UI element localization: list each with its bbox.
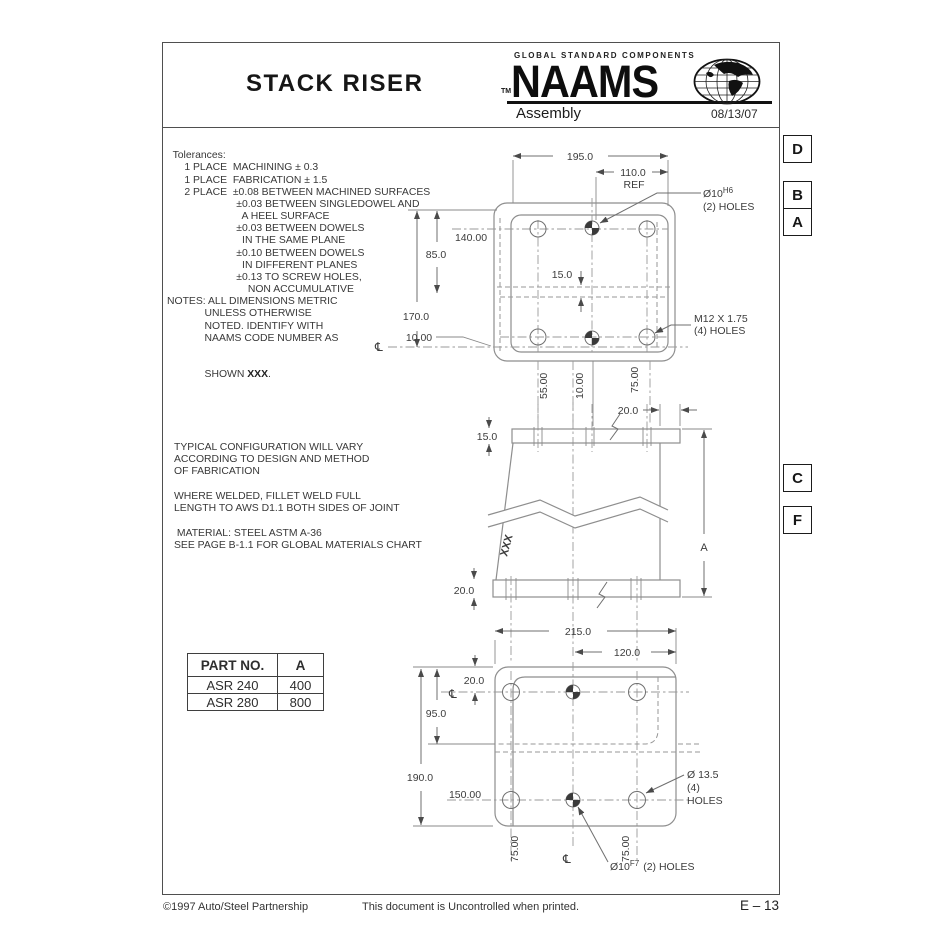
note-line: MATERIAL: STEEL ASTM A-36: [174, 527, 322, 539]
tolerance-line: ±0.03 BETWEEN DOWELS: [167, 223, 365, 235]
page-border: [162, 42, 780, 895]
tolerance-line-shown: SHOWN XXX.: [167, 369, 271, 381]
brand-logo-text: NAAMS: [511, 56, 659, 107]
col-header-a: A: [277, 653, 324, 677]
tolerance-line: ±0.10 BETWEEN DOWELS: [167, 247, 365, 259]
note-line: LENGTH TO AWS D1.1 BOTH SIDES OF JOINT: [174, 503, 400, 515]
tolerance-notes: Tolerances: 1 PLACE MACHINING ± 0.3 1 PL…: [167, 126, 430, 393]
note-line: WHERE WELDED, FILLET WELD FULL: [174, 490, 361, 502]
page-number: E – 13: [739, 898, 779, 913]
tolerance-line: IN DIFFERENT PLANES: [167, 259, 358, 271]
note-line: TYPICAL CONFIGURATION WILL VARY: [174, 441, 364, 453]
tolerance-line: NON ACCUMULATIVE: [167, 284, 354, 296]
tolerance-line: 1 PLACE FABRICATION ± 1.5: [167, 174, 328, 186]
brand-tagline: GLOBAL STANDARD COMPONENTS: [514, 51, 696, 60]
note-line: ACCORDING TO DESIGN AND METHOD: [174, 453, 370, 465]
trademark-mark: TM: [501, 88, 512, 95]
tolerance-line: NAAMS CODE NUMBER AS: [167, 332, 339, 344]
col-header-part-no: PART NO.: [187, 653, 278, 677]
zone-label-a: A: [783, 208, 812, 236]
sheet-category: Assembly: [516, 105, 582, 122]
part-number-table: PART NO. A ASR 240 400 ASR 280 800: [187, 653, 324, 711]
table-row: ASR 280 800: [187, 693, 324, 711]
tolerance-line: UNLESS OTHERWISE: [167, 308, 312, 320]
uncontrolled-notice: This document is Uncontrolled when print…: [361, 901, 580, 913]
tolerance-line: NOTES: ALL DIMENSIONS METRIC: [167, 296, 338, 308]
note-line: [174, 515, 422, 527]
tolerance-line: NOTED. IDENTIFY WITH: [167, 320, 324, 332]
page-title: STACK RISER: [246, 70, 424, 97]
part-no-cell: ASR 280: [187, 693, 278, 711]
note-line: OF FABRICATION: [174, 466, 260, 478]
a-dim-cell: 800: [277, 693, 324, 711]
table-header-row: PART NO. A: [187, 653, 324, 677]
tolerance-line: IN THE SAME PLANE: [167, 235, 346, 247]
zone-label-c: C: [783, 464, 812, 492]
revision-date: 08/13/07: [711, 107, 758, 121]
note-line: [174, 478, 422, 490]
tolerance-line: A HEEL SURFACE: [167, 211, 330, 223]
header-divider: [162, 127, 779, 128]
tolerance-line: Tolerances:: [167, 150, 226, 162]
table-row: ASR 240 400: [187, 676, 324, 694]
naams-code-placeholder: XXX: [247, 369, 269, 381]
part-no-cell: ASR 240: [187, 676, 278, 694]
note-line: SEE PAGE B-1.1 FOR GLOBAL MATERIALS CHAR…: [174, 539, 422, 551]
zone-label-d: D: [783, 135, 812, 163]
brand-underline: [507, 101, 772, 104]
zone-label-b: B: [783, 181, 812, 209]
tolerance-line: 1 PLACE MACHINING ± 0.3: [167, 162, 319, 174]
tolerance-line: ±0.13 TO SCREW HOLES,: [167, 271, 362, 283]
a-dim-cell: 400: [277, 676, 324, 694]
tolerance-line: 2 PLACE ±0.08 BETWEEN MACHINED SURFACES: [167, 186, 431, 198]
globe-icon: [693, 58, 761, 105]
copyright-text: ©1997 Auto/Steel Partnership: [163, 901, 309, 913]
tolerance-line: ±0.03 BETWEEN SINGLEDOWEL AND: [167, 198, 420, 210]
zone-label-f: F: [783, 506, 812, 534]
